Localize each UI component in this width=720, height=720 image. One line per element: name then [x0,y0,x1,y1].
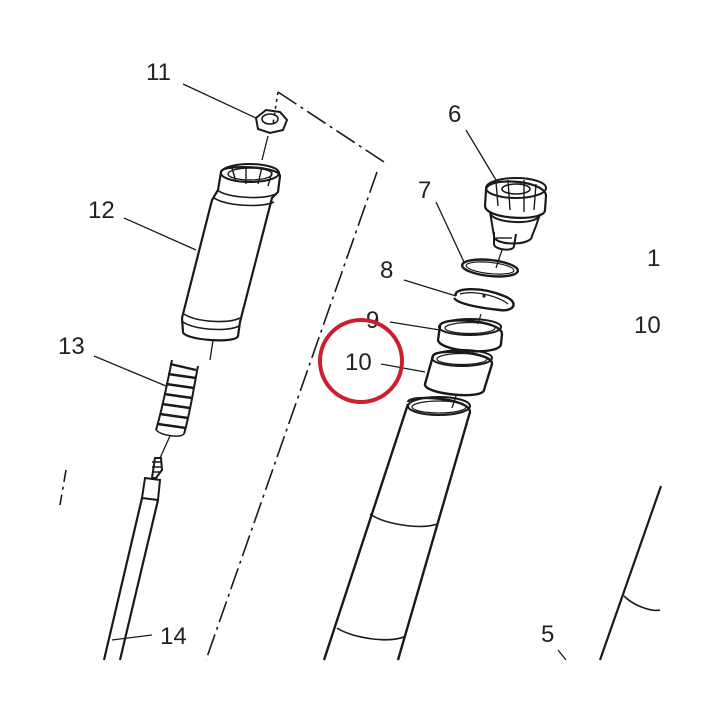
callout-5: 5 [541,621,554,648]
callout-12: 12 [88,197,115,224]
callout-10-right-partial: 10 [634,312,661,339]
dash-dot-separator [205,91,385,661]
left-edge-dash [59,469,67,506]
leader-lines [93,83,567,661]
part-9-washer [436,318,504,353]
separator-lines [59,91,385,661]
part-13-spring [155,359,199,459]
part-12-cartridge [180,163,282,361]
callout-1-right-partial: 1 [647,245,660,272]
callout-labels: 11 12 13 14 6 7 8 9 10 5 10 1 [58,59,661,650]
callout-6: 6 [448,101,461,128]
callout-14: 14 [160,623,187,650]
dotted-link-line [272,91,279,125]
callout-10: 10 [345,349,372,376]
part-11-nut [254,108,289,161]
fork-tube [322,396,472,661]
right-partial-fork [598,485,663,661]
callout-11: 11 [146,59,171,86]
callout-7: 7 [418,177,431,204]
callout-13: 13 [58,333,85,360]
highlight-circle [318,318,404,404]
part-7-o-ring [460,258,520,278]
callout-8: 8 [380,257,393,284]
part-14-damper-rod [102,457,164,661]
part-6-top-cap [483,177,548,269]
